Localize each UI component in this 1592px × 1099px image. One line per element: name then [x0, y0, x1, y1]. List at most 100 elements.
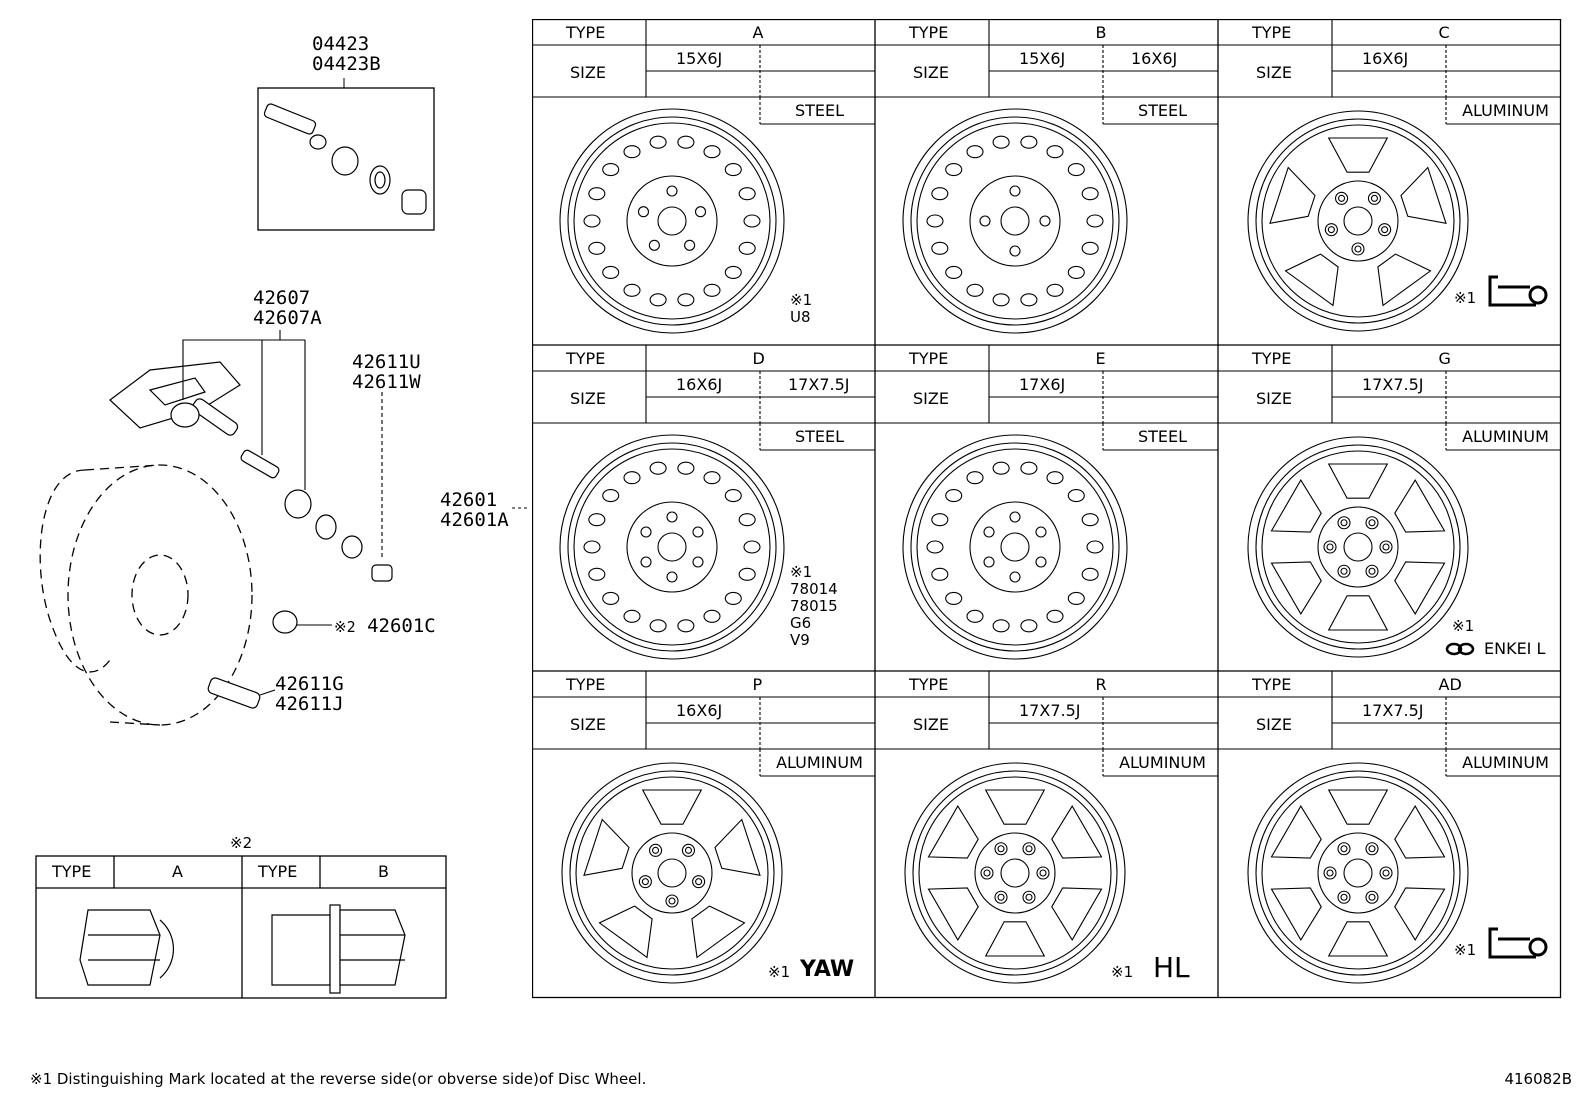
cell-size-1: 16X6J — [1362, 49, 1409, 68]
wheel-type-e-drawing — [902, 434, 1128, 660]
cell-mark: ※1 — [790, 291, 813, 309]
wheel-type-a-drawing — [559, 108, 785, 334]
cell-type-label: TYPE — [1252, 675, 1292, 694]
cell-size-1: 15X6J — [676, 49, 723, 68]
cell-size-label: SIZE — [1256, 715, 1292, 734]
nut-icon — [341, 535, 363, 559]
enkei-infinity-logo — [1445, 642, 1475, 656]
cell-size-label: SIZE — [913, 389, 949, 408]
cell-type-value: D — [752, 349, 765, 368]
tpms-sensor-icon — [109, 361, 241, 436]
parts-drawing — [35, 78, 530, 999]
valve-stem-icon — [240, 449, 280, 479]
cell-mark-yaw: YAW — [800, 957, 855, 982]
nut-type-table — [35, 855, 447, 999]
cell-mark-ref: ※1 — [1111, 963, 1134, 981]
cap-icon — [371, 564, 393, 582]
cell-mark: U8 — [790, 308, 811, 326]
grommet-kit-box — [257, 87, 435, 231]
nut-type-b-icon — [271, 914, 331, 986]
cell-size-label: SIZE — [570, 63, 606, 82]
cell-material: ALUMINUM — [776, 753, 863, 772]
enkei-c-logo — [1488, 927, 1548, 959]
cell-type-value: G — [1438, 349, 1451, 368]
cell-size-label: SIZE — [1256, 63, 1292, 82]
cell-size-label: SIZE — [570, 389, 606, 408]
diagram-code: 416082B — [1504, 1070, 1572, 1088]
wheel-type-d-drawing — [559, 434, 785, 660]
cell-mark: 78015 — [790, 597, 838, 615]
cell-type-label: TYPE — [909, 675, 949, 694]
cell-type-value: C — [1438, 23, 1450, 42]
wheel-type-c-drawing — [1247, 110, 1469, 332]
cell-mark: ※1 — [1454, 941, 1477, 959]
cell-type-label: TYPE — [909, 349, 949, 368]
cell-material: ALUMINUM — [1462, 101, 1549, 120]
cell-material: ALUMINUM — [1119, 753, 1206, 772]
cell-type-label: TYPE — [1252, 23, 1292, 42]
cell-material: STEEL — [794, 427, 845, 446]
cell-mark-ref: ※1 — [768, 963, 791, 981]
footer-note: ※1 Distinguishing Mark located at the re… — [30, 1070, 647, 1088]
part-number-nut: ※2 42601C — [334, 615, 436, 637]
cell-type-label: TYPE — [566, 23, 606, 42]
cell-type-label: TYPE — [909, 23, 949, 42]
wheel-type-g-drawing — [1247, 436, 1469, 658]
cell-material: ALUMINUM — [1462, 427, 1549, 446]
cell-size-1: 17X7.5J — [1362, 701, 1424, 720]
cell-size-1: 17X7.5J — [1019, 701, 1081, 720]
nut-table-type-label-a: TYPE — [52, 862, 92, 881]
nut-table-type-label-b: TYPE — [258, 862, 298, 881]
cell-type-value: P — [752, 675, 763, 694]
washer-icon — [315, 514, 337, 540]
cell-type-value: R — [1095, 675, 1107, 694]
cell-mark-hl: HL — [1153, 951, 1190, 984]
cell-mark: 78014 — [790, 580, 838, 598]
tire-outline — [39, 464, 253, 726]
cell-size-1: 16X6J — [676, 701, 723, 720]
cell-mark: ※1 — [1454, 289, 1477, 307]
cell-size-label: SIZE — [570, 715, 606, 734]
cell-mark-enkei: ENKEI L — [1484, 639, 1546, 658]
wheel-type-r-drawing — [904, 762, 1126, 984]
cell-mark: G6 — [790, 614, 812, 632]
wheel-grid — [532, 19, 1562, 999]
valve-core-icon — [263, 103, 427, 215]
nut-table-type-a: A — [172, 862, 183, 881]
cell-type-value: B — [1095, 23, 1107, 42]
cell-size-1: 16X6J — [676, 375, 723, 394]
nut-type-a-icon — [79, 909, 161, 986]
cell-size-2: 17X7.5J — [788, 375, 850, 394]
cell-size-label: SIZE — [1256, 389, 1292, 408]
cell-mark: ※1 — [790, 563, 813, 581]
cell-type-value: E — [1095, 349, 1106, 368]
cell-size-1: 15X6J — [1019, 49, 1066, 68]
grommet-icon — [284, 489, 312, 519]
wheel-type-b-drawing — [902, 108, 1128, 334]
cell-type-label: TYPE — [566, 675, 606, 694]
wheel-type-ad-drawing — [1247, 762, 1469, 984]
cell-type-label: TYPE — [1252, 349, 1292, 368]
cell-type-label: TYPE — [566, 349, 606, 368]
valve-stem-rubber-icon — [207, 677, 261, 709]
nut-table-type-b: B — [378, 862, 389, 881]
cell-mark-ref: ※1 — [1452, 617, 1475, 635]
cell-type-value: A — [752, 23, 764, 42]
cell-size-1: 17X6J — [1019, 375, 1066, 394]
nut-table-note: ※2 — [230, 834, 253, 852]
cell-material: STEEL — [794, 101, 845, 120]
cell-size-2: 16X6J — [1131, 49, 1178, 68]
enkei-c-logo — [1488, 275, 1548, 307]
cell-material: STEEL — [1137, 427, 1188, 446]
wheel-type-p-drawing — [561, 762, 783, 984]
wheel-nut-icon — [272, 610, 298, 634]
cell-size-1: 17X7.5J — [1362, 375, 1424, 394]
cell-size-label: SIZE — [913, 63, 949, 82]
cell-size-label: SIZE — [913, 715, 949, 734]
cell-material: ALUMINUM — [1462, 753, 1549, 772]
